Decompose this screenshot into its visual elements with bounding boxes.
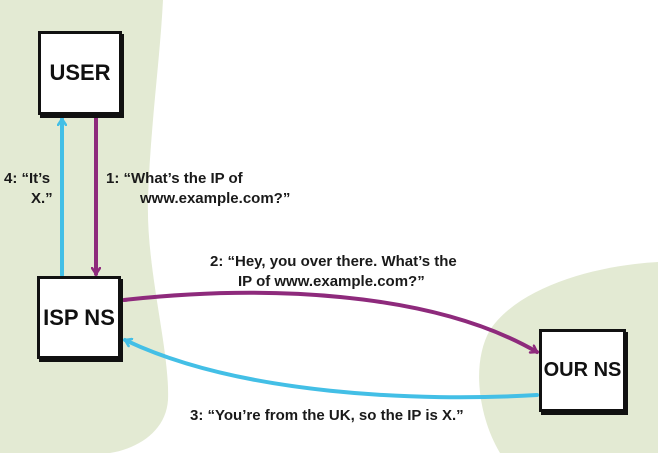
user-node: USER (38, 31, 122, 115)
step1-label-line1: 1: “What’s the IP of (106, 170, 243, 187)
step4-label-line2: X.” (31, 190, 53, 207)
step2-label-line1: 2: “Hey, you over there. What’s the (210, 253, 457, 270)
our-ns-node: OUR NS (539, 329, 626, 412)
step2-label-line2: IP of www.example.com?” (238, 273, 425, 290)
step1-label-line2: www.example.com?” (140, 190, 291, 207)
step3-label: 3: “You’re from the UK, so the IP is X.” (190, 407, 464, 424)
user-node-label: USER (49, 60, 111, 85)
step4-label-line1: 4: “It’s (4, 170, 51, 187)
our-ns-node-label: OUR NS (543, 359, 622, 381)
isp-ns-node: ISP NS (37, 276, 121, 359)
arrow-step3 (123, 340, 539, 400)
arrow-step2 (122, 290, 539, 354)
isp-ns-node-label: ISP NS (43, 304, 115, 330)
